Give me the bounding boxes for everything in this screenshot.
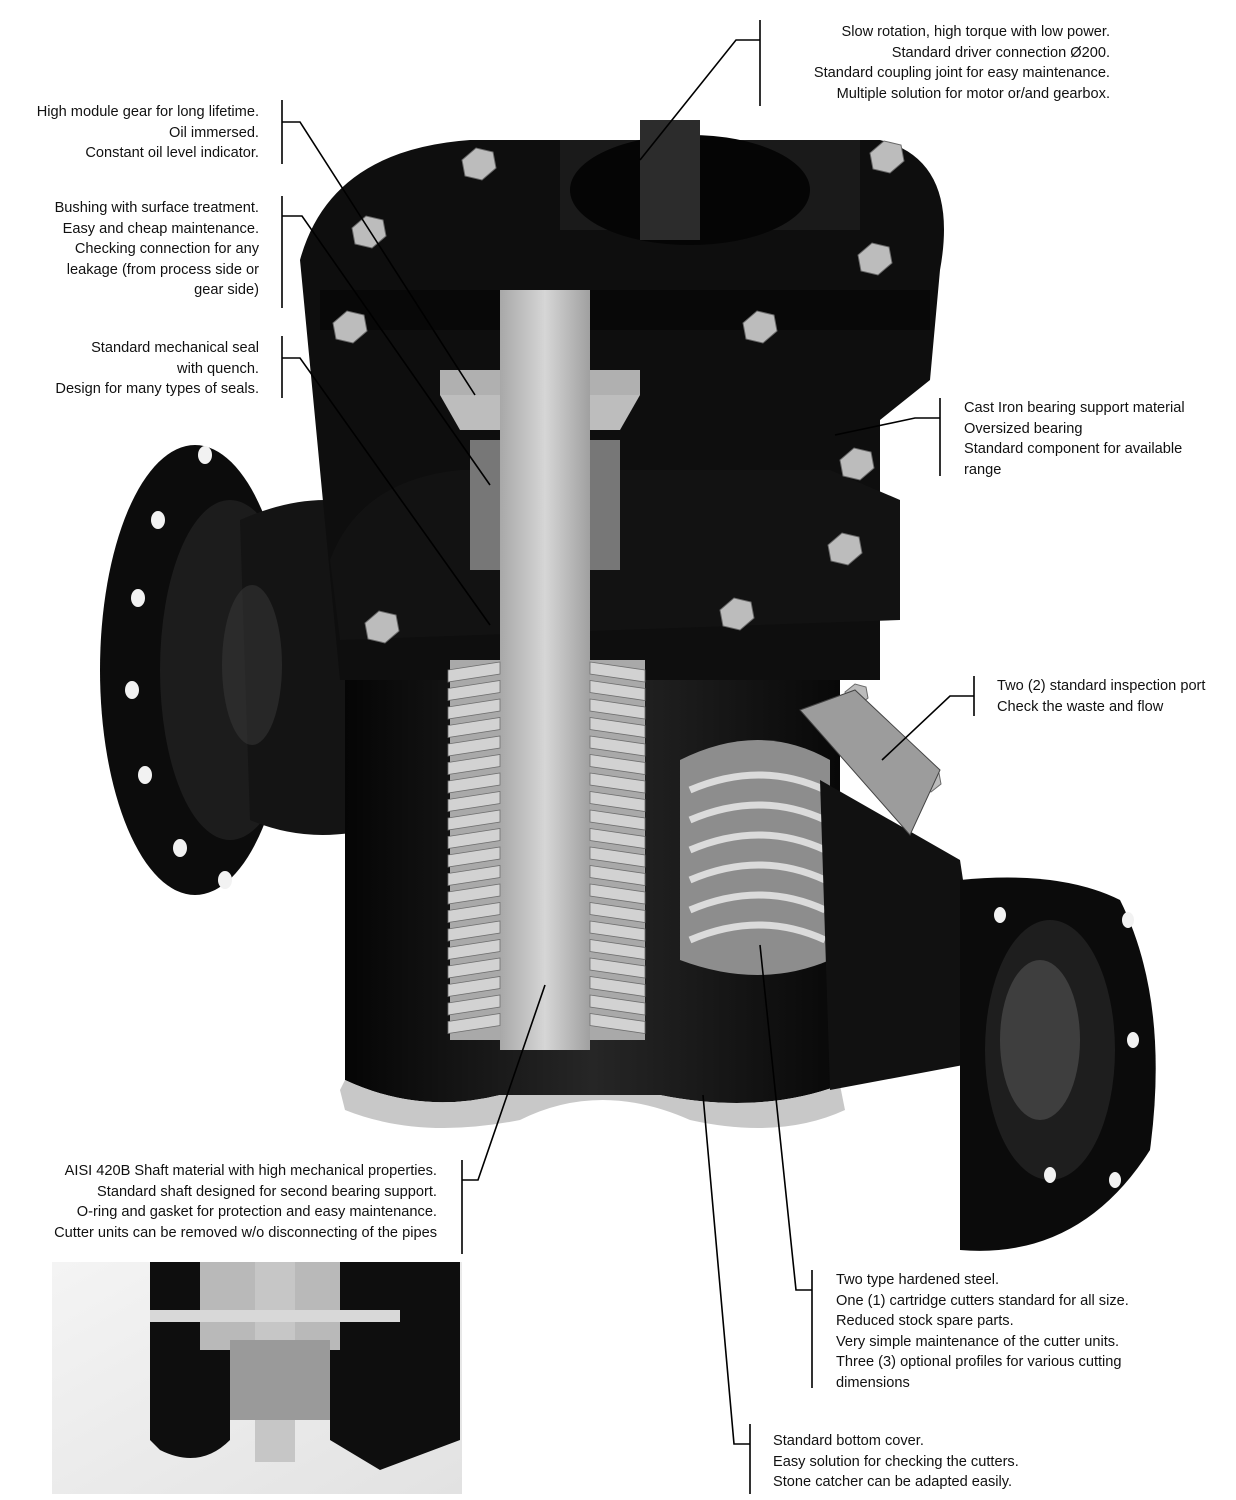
callout-gear-line: High module gear for long lifetime. — [36, 104, 259, 120]
cutter-tooth — [447, 735, 501, 757]
callout-shaft: AISI 420B Shaft material with high mecha… — [54, 1161, 437, 1243]
cutter-tooth — [447, 994, 501, 1016]
callout-bushing-line: gear side) — [194, 282, 259, 298]
cutter-tooth — [589, 957, 646, 979]
callout-cutters-line: dimensions — [836, 1374, 910, 1391]
cutter-tooth — [447, 1013, 501, 1034]
cutter-tooth — [447, 902, 501, 923]
callout-shaft-line: Cutter units can be removed w/o disconne… — [54, 1224, 437, 1241]
cutter-tooth — [447, 680, 501, 701]
cutter-tooth — [589, 809, 646, 831]
callout-bearing-line: Standard component for available — [964, 441, 1183, 457]
callout-driver-line: Standard coupling joint for easy mainten… — [813, 65, 1110, 81]
callout-inspection: Two (2) standard inspection port Check t… — [997, 676, 1205, 717]
outlet-flange — [799, 689, 1156, 1251]
cutter-tooth — [589, 772, 646, 794]
callout-bushing-line: Checking connection for any — [74, 241, 259, 257]
callout-cutters-line: Three (3) optional profiles for various … — [836, 1354, 1122, 1370]
callout-bearing: Cast Iron bearing support material Overs… — [964, 398, 1185, 480]
callout-bushing-line: Bushing with surface treatment. — [54, 200, 259, 216]
callout-bushing-line: leakage (from process side or — [66, 261, 259, 278]
cutter-tooth — [447, 957, 501, 979]
callout-inspection-line: Two (2) standard inspection port — [997, 678, 1206, 694]
cutter-tooth — [447, 809, 501, 831]
cutter-tooth — [447, 754, 501, 775]
cutter-tooth — [589, 828, 646, 849]
callout-seal: Standard mechanical seal with quench. De… — [55, 338, 259, 400]
callout-seal-line: with quench. — [177, 360, 259, 377]
cutter-tooth — [447, 976, 501, 997]
callout-bearing-line: Oversized bearing — [964, 420, 1083, 437]
callout-seal-line: Design for many types of seals. — [55, 381, 259, 397]
callout-bushing: Bushing with surface treatment. Easy and… — [55, 198, 259, 301]
callout-seal-line: Standard mechanical seal — [91, 340, 259, 356]
callout-driver-line: Slow rotation, high torque with low powe… — [841, 24, 1110, 40]
cutter-tooth — [589, 994, 646, 1016]
callout-bushing-line: Easy and cheap maintenance. — [62, 220, 259, 237]
callout-shaft-line: O-ring and gasket for protection and eas… — [76, 1204, 437, 1220]
cutter-tooth — [447, 698, 501, 720]
cutter-tooth — [589, 920, 646, 942]
callout-bearing-line: Cast Iron bearing support material — [964, 400, 1185, 416]
cutter-tooth — [447, 920, 501, 942]
cutter-tooth — [589, 846, 646, 868]
cutter-tooth — [589, 754, 646, 775]
callout-driver-line: Multiple solution for motor or/and gearb… — [836, 85, 1110, 102]
cutter-tooth — [589, 735, 646, 757]
callout-gear-line: Oil immersed. — [168, 124, 259, 141]
cutter-tooth — [447, 717, 501, 738]
shaft-and-cutters — [440, 290, 830, 1050]
cutter-tooth — [589, 717, 646, 738]
cutter-tooth — [589, 791, 646, 812]
cutter-tooth — [447, 772, 501, 794]
cutter-tooth — [447, 791, 501, 812]
cutter-tooth — [589, 976, 646, 997]
cutter-tooth — [589, 865, 646, 886]
cutter-tooth — [447, 828, 501, 849]
callout-shaft-line: Standard shaft designed for second beari… — [97, 1183, 437, 1200]
callout-cutters-line: One (1) cartridge cutters standard for a… — [836, 1292, 1129, 1309]
callout-gear: High module gear for long lifetime. Oil … — [37, 102, 259, 164]
cutter-tooth — [589, 661, 646, 683]
callout-driver: Slow rotation, high torque with low powe… — [814, 22, 1110, 104]
cutter-tooth — [447, 883, 501, 905]
callout-bottom-line: Easy solution for checking the cutters. — [773, 1453, 1019, 1470]
cutter-tooth — [589, 939, 646, 960]
callout-gear-line: Constant oil level indicator. — [85, 145, 259, 161]
callout-shaft-line: AISI 420B Shaft material with high mecha… — [64, 1163, 437, 1179]
cutter-tooth — [589, 902, 646, 923]
callout-bottom-line: Standard bottom cover. — [773, 1433, 924, 1449]
cutter-tooth — [589, 680, 646, 701]
cutter-tooth — [589, 883, 646, 905]
callout-bottom-line: Stone catcher can be adapted easily. — [773, 1474, 1013, 1490]
cutter-tooth — [589, 698, 646, 720]
callout-inspection-line: Check the waste and flow — [997, 698, 1164, 715]
cutter-tooth — [447, 661, 501, 683]
callout-cutters-line: Very simple maintenance of the cutter un… — [836, 1333, 1120, 1350]
callout-bearing-line: range — [964, 461, 1002, 478]
cutter-tooth — [589, 1013, 646, 1034]
inset-detail-view — [52, 1262, 462, 1494]
cutter-tooth — [447, 865, 501, 886]
callout-cutters: Two type hardened steel. One (1) cartrid… — [836, 1270, 1129, 1393]
leader-lines — [281, 20, 975, 1494]
callout-driver-line: Standard driver connection Ø200. — [891, 44, 1110, 61]
callout-cutters-line: Reduced stock spare parts. — [836, 1313, 1014, 1329]
callout-cutters-line: Two type hardened steel. — [836, 1272, 1000, 1288]
cutter-tooth — [447, 846, 501, 868]
callout-bottom: Standard bottom cover. Easy solution for… — [773, 1431, 1019, 1493]
cutter-tooth — [447, 939, 501, 960]
